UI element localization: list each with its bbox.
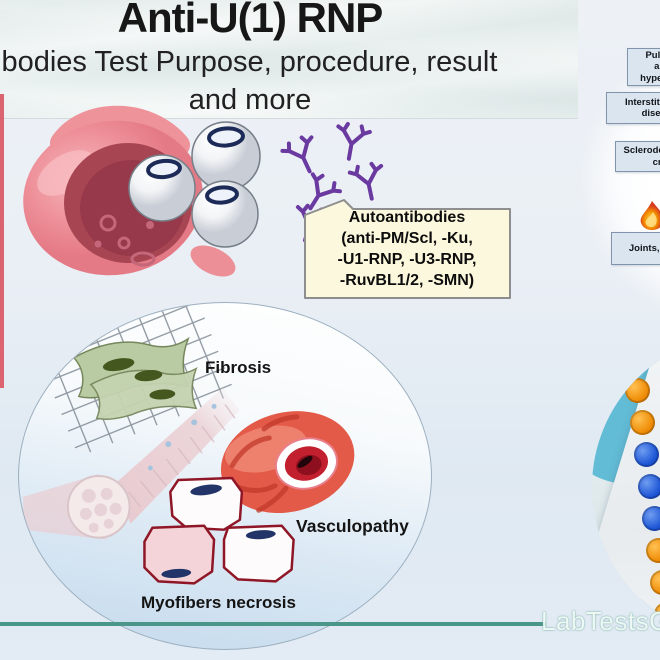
left-red-bar bbox=[0, 94, 4, 388]
callout-line: Autoantibodies bbox=[348, 209, 466, 226]
test-well bbox=[634, 442, 659, 467]
flowchart-box-scleroderma: Scleroderma renal crisis bbox=[615, 141, 660, 172]
page-title: Anti-U(1) RNP bbox=[117, 0, 384, 41]
flowchart-box-label: Joints, tendons bbox=[628, 242, 660, 254]
flowchart-box-label: Interstitial lung disease bbox=[624, 96, 660, 119]
antibody-y-icon bbox=[336, 122, 372, 161]
watermark: LabTestsGuide bbox=[541, 606, 660, 636]
cell-spheres-icon bbox=[128, 121, 261, 248]
test-well bbox=[642, 506, 660, 531]
lab-test-photo bbox=[592, 334, 660, 640]
flowchart-box-pulmonary: Pulmonary arterial hypertension bbox=[627, 48, 660, 86]
fibroblast-mesh-icon bbox=[41, 303, 232, 453]
test-well bbox=[630, 410, 655, 435]
myofibers-necrosis-label: Myofibers necrosis bbox=[141, 593, 296, 612]
test-well bbox=[638, 474, 660, 499]
antibody-y-icon bbox=[308, 172, 342, 211]
flowchart-box-label: Pulmonary arterial hypertension bbox=[640, 50, 660, 84]
autoantibodies-text: Autoantibodies (anti-PM/Scl, -Ku, -U1-RN… bbox=[306, 207, 508, 291]
test-well bbox=[625, 378, 650, 403]
inflammation-flame-icon bbox=[640, 201, 660, 230]
pathology-circle bbox=[18, 302, 432, 650]
flowchart-box-interstitial: Interstitial lung disease bbox=[606, 92, 660, 124]
callout-line: -RuvBL1/2, -SMN) bbox=[339, 272, 475, 289]
necrotic-myofiber-cells-icon bbox=[143, 476, 295, 585]
callout-line: -U1-RNP, -U3-RNP, bbox=[337, 251, 477, 268]
test-well bbox=[654, 602, 660, 627]
test-well bbox=[650, 570, 660, 595]
subtitle-line2: and more bbox=[188, 84, 312, 116]
divider-line bbox=[0, 622, 546, 626]
vessel-cross-section-icon bbox=[220, 411, 355, 514]
flowchart-box-joints: Joints, tendons bbox=[611, 232, 660, 265]
antibody-y-icon bbox=[347, 161, 384, 201]
flowchart-box-label: Scleroderma renal crisis bbox=[623, 145, 660, 168]
subtitle-line1: ibodies Test Purpose, procedure, result bbox=[0, 46, 498, 78]
fibrosis-label: Fibrosis bbox=[205, 358, 272, 377]
callout-line: (anti-PM/Scl, -Ku, bbox=[341, 230, 473, 247]
blood-vessel-icon bbox=[23, 105, 261, 277]
test-well bbox=[646, 538, 660, 563]
title-banner bbox=[0, 0, 578, 119]
muscle-fiber-icon bbox=[23, 387, 240, 540]
pathology-illustrations bbox=[23, 303, 355, 585]
vasculopathy-label: Vasculopathy bbox=[296, 516, 409, 536]
autoantibodies-callout bbox=[304, 199, 511, 299]
antibody-y-icon bbox=[280, 135, 314, 174]
